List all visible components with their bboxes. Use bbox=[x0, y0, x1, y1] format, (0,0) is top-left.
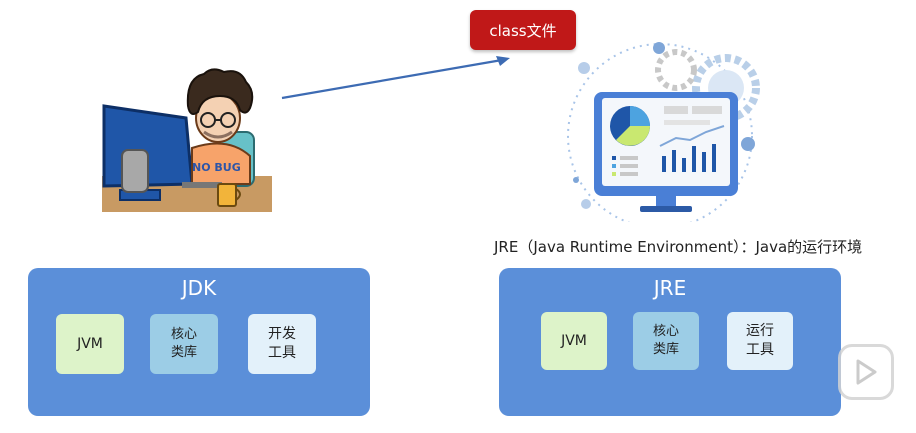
jdk-dev-tools-line-2: 工具 bbox=[268, 345, 296, 361]
jre-core-lib-box: 核心类库 bbox=[633, 312, 699, 370]
jre-core-lib-line-2: 类库 bbox=[652, 342, 679, 357]
class-file-badge: class文件 bbox=[470, 10, 576, 50]
jdk-core-lib-box: 核心类库 bbox=[150, 314, 218, 374]
jdk-dev-tools-line-1: 开发 bbox=[268, 326, 296, 343]
jre-run-tools-line-2: 工具 bbox=[746, 342, 774, 358]
jdk-title: JDK bbox=[181, 276, 217, 300]
shirt-text: NO BUG bbox=[192, 161, 241, 174]
programmer-illustration: NO BUG bbox=[102, 68, 272, 212]
jdk-core-lib-line-1: 核心 bbox=[170, 327, 197, 343]
small-gear-icon bbox=[655, 49, 697, 91]
jre-core-lib-line-1: 核心 bbox=[652, 324, 679, 340]
jre-box: JRE JVM 核心类库 运行工具 bbox=[499, 268, 841, 416]
jre-run-tools-line-1: 运行 bbox=[746, 323, 774, 340]
play-icon bbox=[856, 359, 877, 385]
jre-run-tools-box: 运行工具 bbox=[727, 312, 793, 370]
monitor-analytics-illustration bbox=[567, 42, 760, 222]
bar-chart-icon bbox=[659, 125, 725, 172]
play-watermark[interactable] bbox=[838, 344, 894, 400]
orange-shirt bbox=[191, 142, 251, 185]
coffee-mug bbox=[217, 183, 237, 207]
jre-title: JRE bbox=[653, 276, 687, 300]
flow-arrow bbox=[281, 56, 510, 100]
pie-chart-icon bbox=[610, 106, 650, 146]
computer-tower bbox=[121, 149, 149, 193]
jre-jvm-box: JVM bbox=[541, 312, 607, 370]
jdk-jvm-box: JVM bbox=[56, 314, 124, 374]
jre-caption: JRE（Java Runtime Environment）：Java的运行环境 bbox=[494, 238, 863, 256]
class-file-label: class文件 bbox=[489, 21, 557, 40]
jdk-core-lib-line-2: 类库 bbox=[170, 345, 197, 360]
jdk-box: JDK JVM 核心类库 开发工具 bbox=[28, 268, 370, 416]
curly-hair bbox=[186, 68, 254, 115]
jdk-jvm-label: JVM bbox=[77, 335, 103, 352]
jdk-dev-tools-box: 开发工具 bbox=[248, 314, 316, 374]
jre-jvm-label: JVM bbox=[561, 332, 587, 349]
